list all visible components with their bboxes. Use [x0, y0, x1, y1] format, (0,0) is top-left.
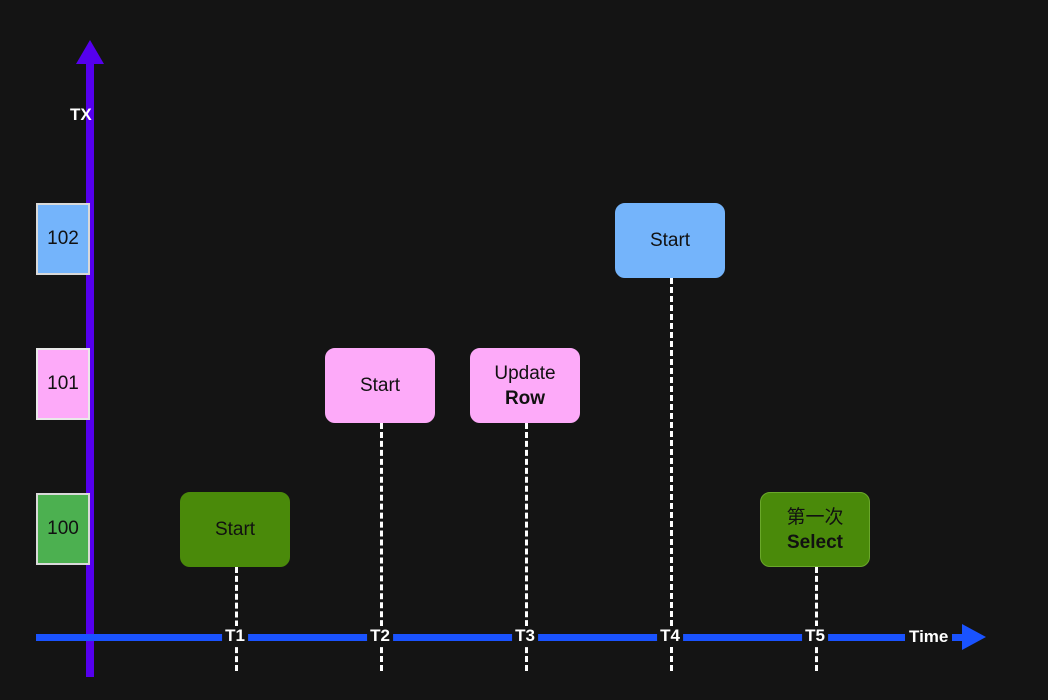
- dropper-line: [670, 278, 673, 671]
- event-box-text: Start: [620, 228, 720, 253]
- event-box-text: Start: [185, 517, 285, 542]
- event-box-t4[interactable]: Start: [615, 203, 725, 278]
- tx-version-block: 102: [36, 203, 90, 275]
- event-label-line2: Select: [787, 531, 843, 553]
- tick-label-t2: T2: [367, 626, 393, 646]
- tx-axis-line: [86, 60, 94, 677]
- tick-label-t5: T5: [802, 626, 828, 646]
- tx-version-label: 102: [47, 228, 79, 249]
- tick-label-t1: T1: [222, 626, 248, 646]
- time-axis-label: Time: [905, 627, 953, 647]
- tick-label-t3: T3: [512, 626, 538, 646]
- tick-label-t4: T4: [657, 626, 683, 646]
- dropper-line: [235, 567, 238, 671]
- event-label-line1: 第一次: [786, 506, 844, 528]
- event-box-text: 第一次 Select: [765, 505, 865, 555]
- time-axis-line: [36, 634, 964, 641]
- event-label-line1: Start: [649, 230, 691, 251]
- event-label-line1: Update: [494, 362, 556, 384]
- dropper-line: [815, 567, 818, 671]
- tx-version-label: 101: [47, 373, 79, 394]
- tx-axis-label: TX: [70, 105, 92, 124]
- tx-version-block: 101: [36, 348, 90, 420]
- event-box-t5[interactable]: 第一次 Select: [760, 492, 870, 567]
- event-label-line1: Start: [359, 375, 401, 396]
- dropper-line: [380, 423, 383, 671]
- event-label-line2: Row: [504, 387, 546, 409]
- event-label-line1: Start: [214, 519, 256, 540]
- event-box-t2[interactable]: Start: [325, 348, 435, 423]
- event-box-t1[interactable]: Start: [180, 492, 290, 567]
- tx-version-label: 100: [47, 518, 79, 539]
- event-box-text: Start: [330, 373, 430, 398]
- time-axis-arrow-icon: [962, 624, 986, 650]
- dropper-line: [525, 423, 528, 671]
- tx-version-block: 100: [36, 493, 90, 565]
